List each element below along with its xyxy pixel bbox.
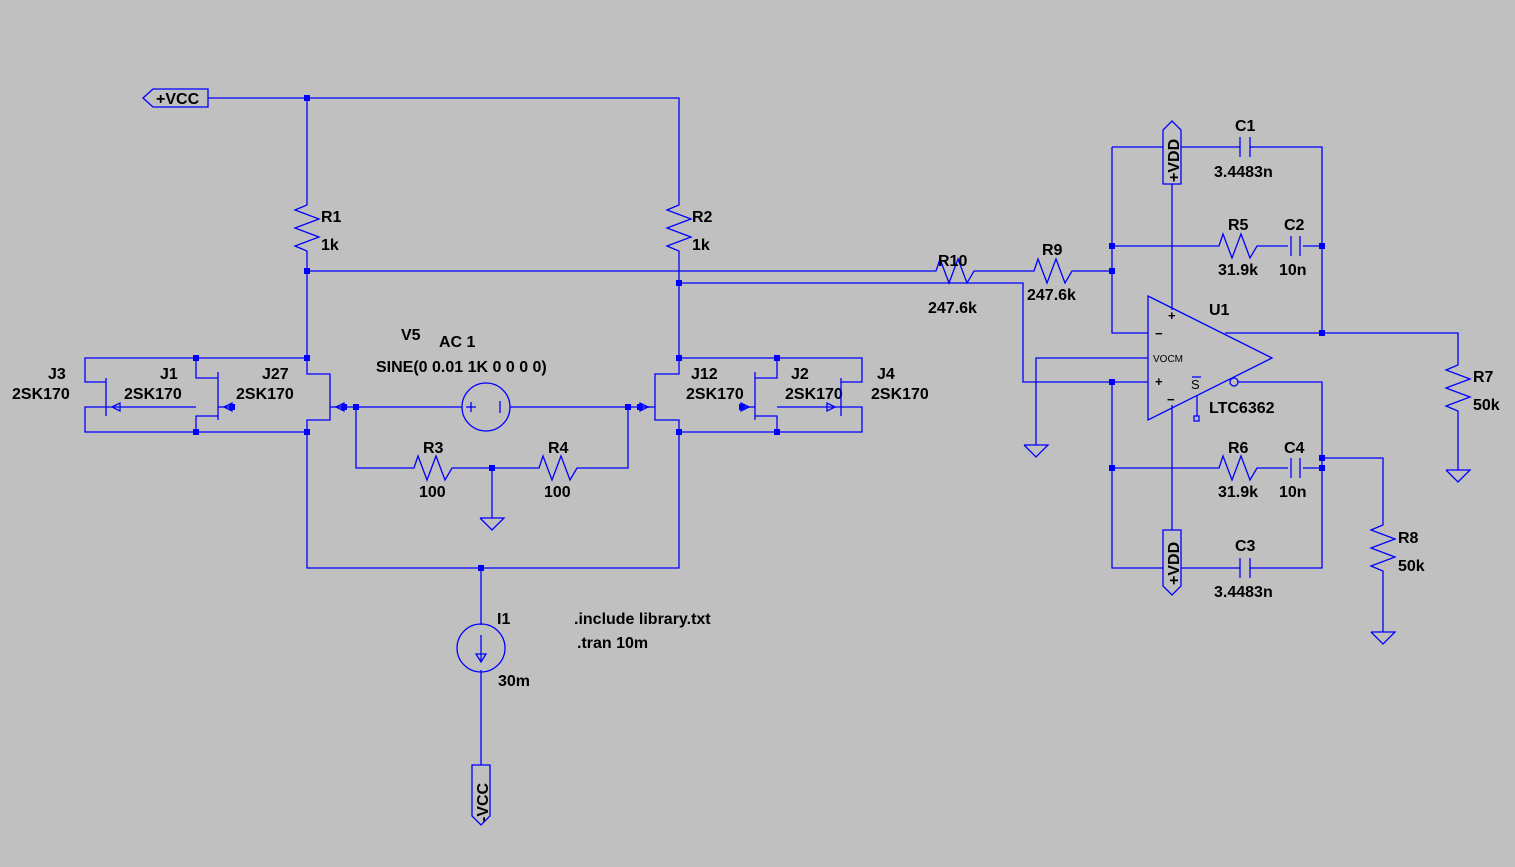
svg-text:R8: R8 (1398, 530, 1419, 547)
ground-symbol (1370, 631, 1397, 645)
jfet-j12[interactable]: J12 2SK170 (639, 366, 744, 432)
capacitor-c3[interactable]: C3 3.4483n (1214, 538, 1273, 601)
svg-text:2SK170: 2SK170 (785, 386, 843, 403)
svg-text:S: S (1191, 377, 1200, 392)
resistor-r7[interactable]: R7 50k (1444, 360, 1500, 418)
svg-text:R3: R3 (423, 440, 444, 457)
svg-text:2SK170: 2SK170 (686, 386, 744, 403)
svg-text:VOCM: VOCM (1153, 354, 1183, 365)
svg-text:3.4483n: 3.4483n (1214, 164, 1273, 181)
svg-text:R6: R6 (1228, 440, 1249, 457)
capacitor-c2[interactable]: C2 10n (1279, 217, 1307, 279)
vcc-pos-flag: +VCC (142, 88, 209, 108)
capacitor-c1[interactable]: C1 3.4483n (1214, 118, 1273, 181)
ground-symbol (1023, 444, 1050, 458)
svg-text:2SK170: 2SK170 (236, 386, 294, 403)
svg-text:R5: R5 (1228, 217, 1249, 234)
svg-text:R9: R9 (1042, 242, 1063, 259)
svg-text:10n: 10n (1279, 484, 1307, 501)
svg-text:U1: U1 (1209, 302, 1230, 319)
svg-text:247.6k: 247.6k (928, 300, 977, 317)
ground-symbol (1445, 469, 1472, 483)
svg-text:R10: R10 (938, 253, 967, 270)
svg-text:1k: 1k (321, 237, 339, 254)
resistor-r3[interactable]: R3 100 (410, 440, 460, 501)
resistor-r8[interactable]: R8 50k (1369, 520, 1425, 578)
svg-text:J3: J3 (48, 366, 66, 383)
jfet-j1[interactable]: J1 2SK170 (124, 366, 233, 420)
svg-text:V5: V5 (401, 327, 421, 344)
svg-text:R7: R7 (1473, 369, 1494, 386)
svg-text:+VCC: +VCC (156, 91, 200, 108)
opamp-u1[interactable]: − + + − VOCM S U1 LTC6362 (1147, 294, 1275, 422)
resistor-r5[interactable]: R5 31.9k (1215, 217, 1265, 279)
vdd-bottom-flag: +VDD (1162, 529, 1183, 596)
svg-text:+VDD: +VDD (1166, 139, 1183, 182)
vdd-top-flag: +VDD (1162, 120, 1183, 185)
svg-text:10n: 10n (1279, 262, 1307, 279)
jfet-j3[interactable]: J3 2SK170 (12, 366, 196, 420)
svg-text:J27: J27 (262, 366, 289, 383)
resistor-r4[interactable]: R4 100 (535, 440, 585, 501)
svg-text:1k: 1k (692, 237, 710, 254)
svg-text:R1: R1 (321, 209, 342, 226)
svg-text:C1: C1 (1235, 118, 1256, 135)
svg-text:C2: C2 (1284, 217, 1305, 234)
svg-text:SINE(0 0.01 1K 0 0 0 0): SINE(0 0.01 1K 0 0 0 0) (376, 359, 547, 376)
svg-text:J12: J12 (691, 366, 718, 383)
wires (84, 97, 1459, 765)
svg-text:C4: C4 (1284, 440, 1305, 457)
svg-text:30m: 30m (498, 673, 530, 690)
svg-text:-VCC: -VCC (475, 782, 492, 822)
svg-text:J2: J2 (791, 366, 809, 383)
svg-text:AC 1: AC 1 (439, 334, 476, 351)
svg-text:LTC6362: LTC6362 (1209, 400, 1275, 417)
svg-text:3.4483n: 3.4483n (1214, 584, 1273, 601)
capacitor-c4[interactable]: C4 10n (1279, 440, 1307, 501)
svg-text:−: − (1155, 326, 1163, 341)
svg-text:31.9k: 31.9k (1218, 262, 1258, 279)
resistor-r10[interactable]: R10 247.6k (928, 253, 980, 317)
svg-text:2SK170: 2SK170 (12, 386, 70, 403)
svg-text:R2: R2 (692, 209, 713, 226)
resistor-r2[interactable]: R2 1k (665, 200, 713, 256)
svg-text:J4: J4 (877, 366, 895, 383)
svg-text:100: 100 (419, 484, 446, 501)
svg-text:−: − (1167, 392, 1175, 407)
voltage-source-v5[interactable]: V5 AC 1 SINE(0 0.01 1K 0 0 0 0) (376, 327, 547, 432)
svg-text:2SK170: 2SK170 (871, 386, 929, 403)
current-source-i1[interactable]: I1 30m (456, 611, 530, 690)
svg-text:50k: 50k (1473, 397, 1500, 414)
svg-text:J1: J1 (160, 366, 178, 383)
resistor-r1[interactable]: R1 1k (293, 200, 342, 256)
svg-text:100: 100 (544, 484, 571, 501)
svg-text:R4: R4 (548, 440, 569, 457)
svg-text:+: + (1155, 374, 1163, 389)
spice-directives[interactable]: .include library.txt .tran 10m (574, 611, 711, 652)
svg-text:+VDD: +VDD (1166, 542, 1183, 585)
jfet-j4[interactable]: J4 2SK170 (777, 366, 929, 420)
svg-text:31.9k: 31.9k (1218, 484, 1258, 501)
svg-text:+: + (1168, 308, 1176, 323)
svg-text:I1: I1 (497, 611, 510, 628)
svg-text:2SK170: 2SK170 (124, 386, 182, 403)
ground-symbol (479, 517, 506, 531)
directive-include: .include library.txt (574, 611, 711, 628)
svg-text:50k: 50k (1398, 558, 1425, 575)
svg-text:C3: C3 (1235, 538, 1256, 555)
vcc-neg-flag: -VCC (471, 764, 492, 826)
directive-tran: .tran 10m (577, 635, 648, 652)
resistor-r6[interactable]: R6 31.9k (1215, 440, 1265, 501)
resistor-r9[interactable]: R9 247.6k (1027, 242, 1078, 304)
jfet-j27[interactable]: J27 2SK170 (236, 366, 345, 432)
svg-text:247.6k: 247.6k (1027, 287, 1076, 304)
jfet-j2[interactable]: J2 2SK170 (740, 366, 843, 420)
